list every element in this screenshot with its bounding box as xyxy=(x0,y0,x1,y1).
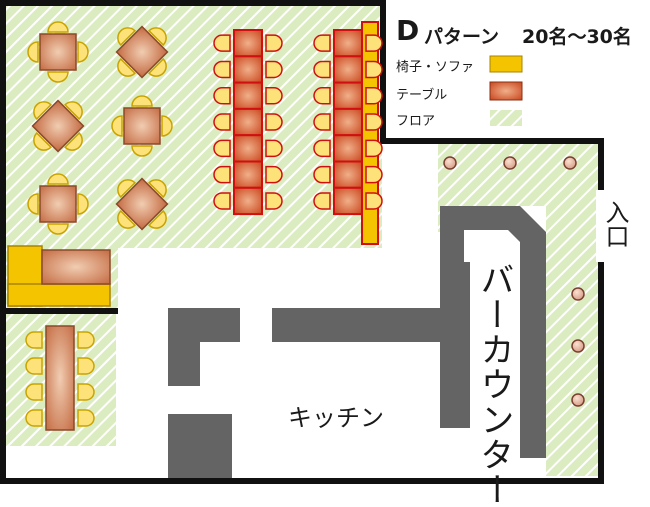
chair xyxy=(77,383,95,401)
long-table-left xyxy=(213,29,283,216)
chair xyxy=(265,139,283,158)
chair xyxy=(213,34,231,52)
legend-table-swatch xyxy=(489,81,523,101)
table-group-6 xyxy=(115,177,169,231)
pattern-title: パターン xyxy=(424,26,500,48)
chair xyxy=(313,34,331,52)
sofa-bench-right xyxy=(361,21,379,245)
chair xyxy=(313,113,331,131)
pattern-letter: D xyxy=(396,14,420,47)
floor-right-strip xyxy=(546,206,598,476)
kitchen-label: キッチン xyxy=(288,404,384,432)
table-cell xyxy=(233,81,263,110)
bar-counter-shape xyxy=(440,206,546,458)
table-cell xyxy=(333,107,363,137)
capacity-label: 20名〜30名 xyxy=(522,26,632,48)
bar-counter-label: バーカウンター xyxy=(474,262,514,507)
chair xyxy=(213,113,231,131)
chair xyxy=(365,34,383,52)
chair xyxy=(365,192,383,210)
chair xyxy=(25,383,43,401)
legend-chair-swatch xyxy=(489,55,523,73)
pillars xyxy=(443,156,585,407)
chair xyxy=(77,357,95,375)
sofa-table xyxy=(41,249,111,285)
chair xyxy=(313,87,331,105)
chair xyxy=(77,409,95,427)
table-cell xyxy=(45,325,75,431)
chair xyxy=(313,60,331,79)
chair xyxy=(213,192,231,210)
long-table-right xyxy=(313,29,383,216)
chair xyxy=(265,113,283,131)
table-cell xyxy=(333,81,363,110)
legend-table-label: テーブル xyxy=(396,88,448,103)
chair xyxy=(265,192,283,210)
chair xyxy=(265,34,283,52)
table-cell xyxy=(333,29,363,58)
entrance-label: 入口 xyxy=(598,198,633,250)
kitchen-fixtures xyxy=(168,262,470,478)
table-cell xyxy=(233,160,263,189)
table-cell xyxy=(233,55,263,84)
chair xyxy=(365,87,383,105)
chair xyxy=(25,331,43,349)
chair xyxy=(213,60,231,79)
chair xyxy=(265,165,283,184)
table-cell xyxy=(333,55,363,84)
chair xyxy=(313,192,331,210)
bar-counter-end xyxy=(440,230,464,262)
table-cell xyxy=(333,186,363,216)
chair xyxy=(77,331,95,349)
small-room-table xyxy=(25,325,95,431)
chair xyxy=(25,357,43,375)
floor-corridor xyxy=(438,144,598,206)
legend-chair-label: 椅子・ソファ xyxy=(396,60,475,75)
walls xyxy=(0,0,604,484)
table-group-3 xyxy=(31,99,85,153)
table-cell xyxy=(233,29,263,58)
table-cell xyxy=(233,134,263,163)
table-cell xyxy=(333,134,363,163)
chair xyxy=(265,60,283,79)
chair xyxy=(365,165,383,184)
table-cell xyxy=(233,186,263,216)
chair xyxy=(365,60,383,79)
legend-floor-swatch xyxy=(490,110,522,126)
chair xyxy=(365,139,383,158)
chair xyxy=(213,165,231,184)
table-group-4 xyxy=(111,95,173,157)
legend-floor-label: フロア xyxy=(396,114,436,129)
chair xyxy=(25,409,43,427)
chair xyxy=(265,87,283,105)
chair xyxy=(365,113,383,131)
table-cell xyxy=(233,107,263,137)
table-cell xyxy=(333,160,363,189)
chair xyxy=(313,165,331,184)
table-group-2 xyxy=(115,25,169,79)
table-group-5 xyxy=(27,173,89,235)
chair xyxy=(213,139,231,158)
chair xyxy=(313,139,331,158)
chair xyxy=(213,87,231,105)
table-group-1 xyxy=(27,21,89,83)
sofa-corner-bottom xyxy=(7,283,111,307)
